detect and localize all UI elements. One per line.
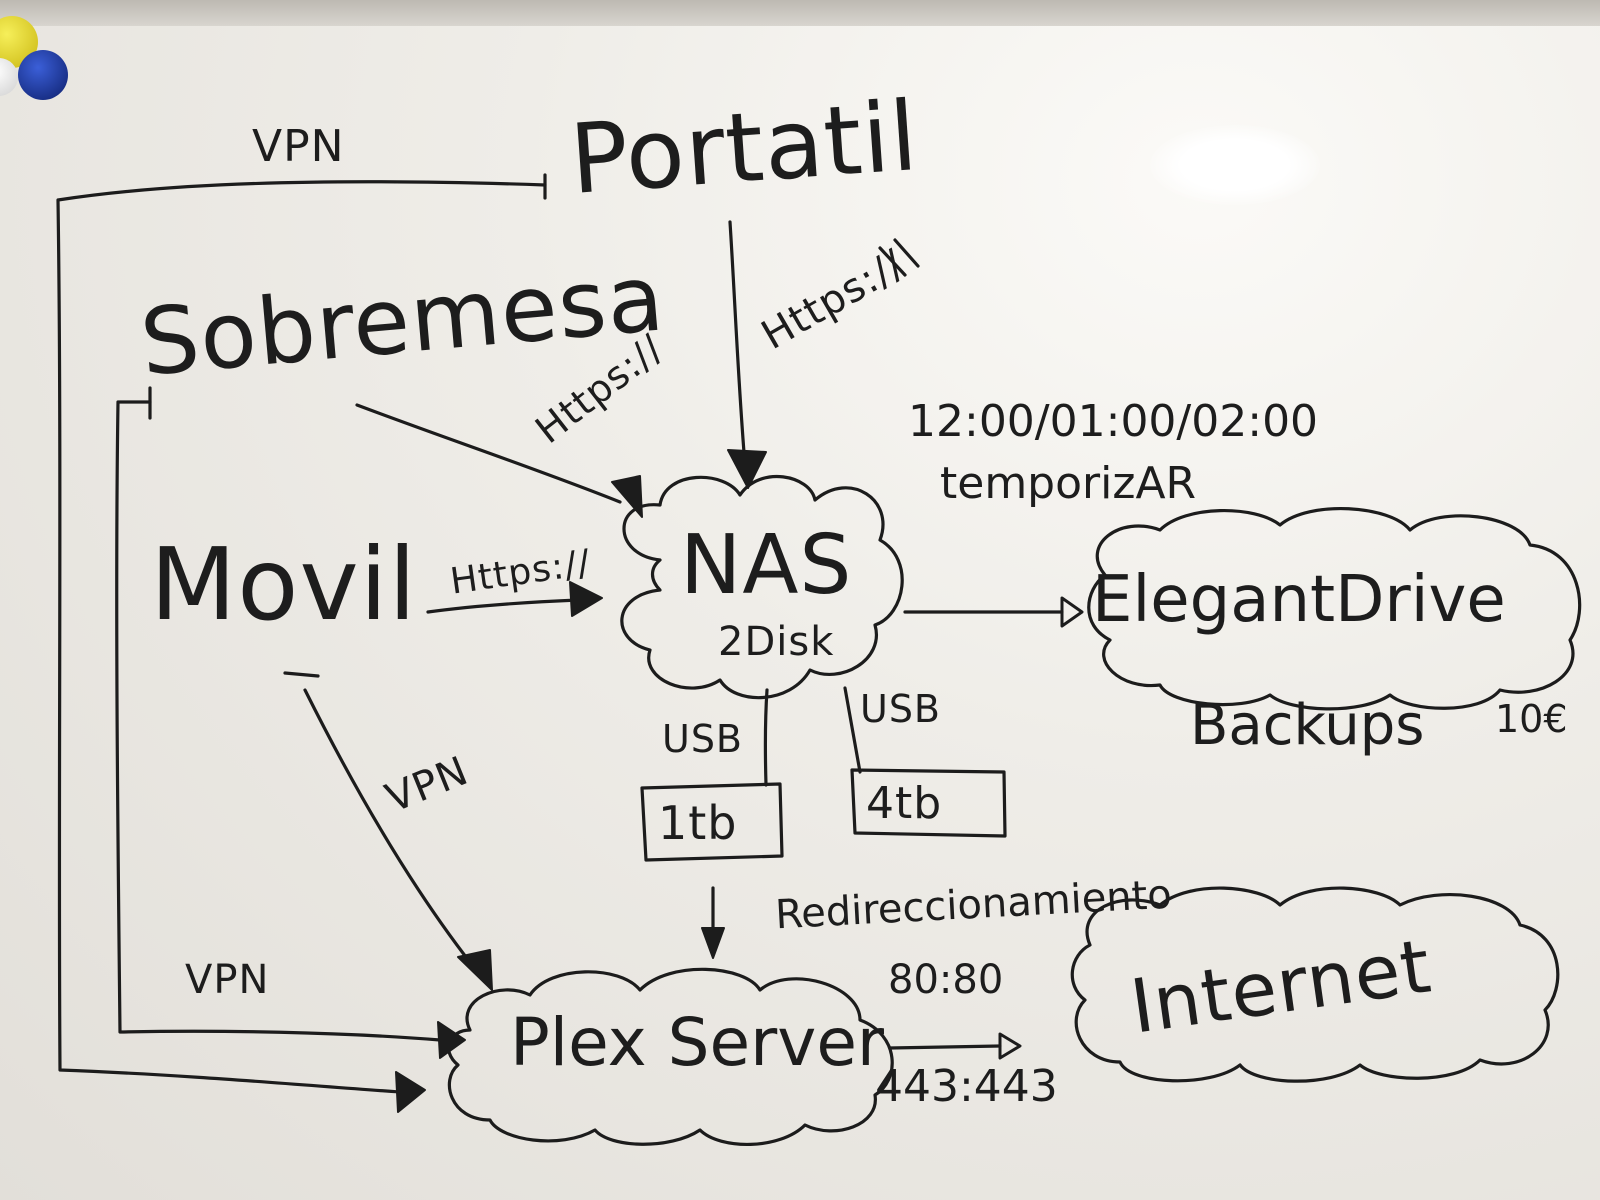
arrow-sobremesa-nas-head: [611, 475, 643, 518]
node-plex: Plex Server: [510, 1004, 885, 1081]
node-nas: NAS: [680, 518, 853, 613]
vpn-outer-head: [395, 1071, 426, 1113]
label-schedule: 12:00/01:00/02:00: [908, 396, 1319, 447]
plex-cloud: [447, 967, 894, 1146]
node-movil: Movil: [150, 526, 418, 643]
disk-4tb: 4tb: [866, 778, 943, 829]
arrow-sobremesa-nas: [355, 403, 622, 504]
label-port-443: 443:443: [875, 1061, 1058, 1112]
vpn-inner-head: [437, 1021, 466, 1059]
disk-1tb-box: [640, 782, 784, 862]
usb-left-line: [763, 688, 769, 787]
arrow-movil-nas-head: [569, 581, 603, 617]
arrow-plex-internet: [888, 1044, 1002, 1050]
light-glare: [1150, 125, 1320, 205]
arrow-plex-internet-head: [998, 1032, 1022, 1060]
arrow-portatil-nas: [728, 220, 747, 467]
usb-right-line: [843, 686, 862, 774]
label-usb-right: USB: [860, 687, 942, 731]
arrow-disk-plex-head: [701, 927, 725, 959]
nas-cloud: [620, 474, 904, 700]
vpn-inner-line: [115, 400, 442, 1042]
arrow-movil-plex: [303, 688, 482, 977]
arrow-nas-elegant-head: [1060, 596, 1084, 628]
whiteboard-frame: [0, 0, 1600, 26]
label-vpn-top: VPN: [252, 121, 345, 172]
vpn-outer-line: [56, 180, 547, 1094]
node-portatil: Portatil: [566, 79, 922, 217]
arrow-movil-nas: [426, 598, 580, 614]
label-backups: Backups: [1190, 693, 1425, 758]
node-nas-sub: 2Disk: [718, 619, 835, 665]
arrow-movil-plex-head: [457, 949, 493, 991]
arrow-movil-tick: [283, 671, 320, 678]
label-vpn-bottom: VPN: [185, 957, 270, 1003]
https-slash: [878, 238, 920, 277]
elegant-drive-cloud: [1087, 506, 1582, 711]
node-elegant-drive: ElegantDrive: [1092, 563, 1506, 637]
label-timer: temporizAR: [940, 458, 1197, 509]
label-price: 10€: [1495, 697, 1568, 741]
white-magnet-icon: [0, 58, 18, 96]
disk-4tb-box: [850, 768, 1007, 838]
blue-magnet-icon: [18, 50, 68, 100]
arrow-portatil-nas-head: [727, 449, 767, 489]
label-usb-left: USB: [662, 717, 744, 761]
internet-cloud: [1070, 886, 1560, 1083]
label-port-80: 80:80: [888, 957, 1004, 1003]
disk-1tb: 1tb: [658, 796, 738, 850]
